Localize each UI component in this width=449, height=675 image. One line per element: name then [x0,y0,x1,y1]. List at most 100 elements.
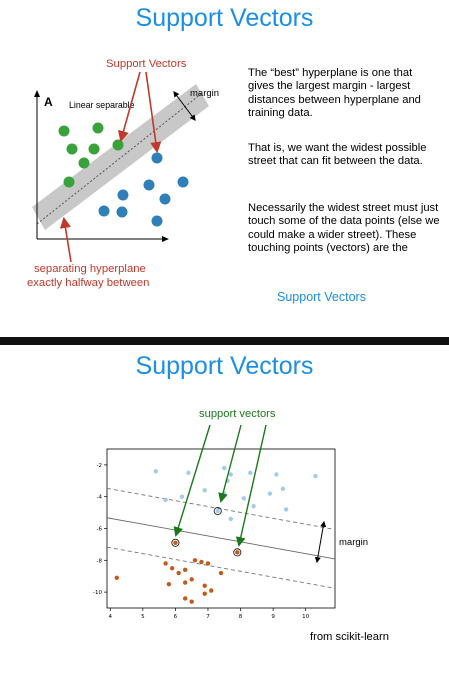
linear-separable-diagram: A Linear separable Support Vectors margi… [27,58,219,289]
class-a-point [66,143,78,155]
class-bottom-point [192,558,198,563]
support-vector-arrow-blue [145,71,162,154]
class-bottom-point [182,580,188,585]
margin-width-arrow [314,520,327,564]
class-b-point [143,179,155,191]
class-top-point [280,486,286,491]
y-tick-label: -10 [93,590,102,596]
class-b-point [116,206,128,218]
class-top-point [179,494,185,499]
class-top-point [222,465,227,471]
class-top-point [228,516,233,522]
class-top-point [163,497,168,503]
class-a-point [58,125,70,137]
class-bottom-point [182,567,188,573]
x-tick-label: 6 [174,614,178,620]
class-bottom-point [114,575,119,580]
class-top-point [283,507,289,512]
explanation-paragraph-1: The “best” hyperplane is one that gives … [248,67,421,119]
plot-frame [106,448,336,609]
class-top-point [267,491,273,496]
x-tick-label: 7 [206,614,210,620]
slide-divider [0,337,449,345]
class-bottom-point [218,570,224,576]
support-vector-green [112,139,124,151]
hyperplane-arrow [59,216,72,263]
x-tick-label: 8 [239,614,243,620]
margin-arrow [173,91,196,121]
support-vector-arrow-2 [218,424,242,503]
class-bottom-point [199,559,204,565]
explanation-paragraph-2: That is, we want the widest possible str… [248,142,427,168]
class-a-point [78,157,90,169]
explanation-paragraph-3: Necessarily the widest street must just … [248,202,440,254]
y-tick-label: -6 [97,527,103,533]
support-vector-ring [213,506,222,516]
class-top-point [215,508,220,514]
source-credit: from scikit-learn [310,631,389,643]
slide-1-title: Support Vectors [135,4,314,32]
class-bottom-point [189,599,194,604]
class-top-point [251,504,256,509]
class-top-point [241,496,246,501]
panel-label: Linear separable [69,100,135,110]
y-tick-label: -4 [97,495,103,501]
class-top-point [153,469,159,474]
separating-hyperplane-line [36,93,202,225]
x-axis-arrow [162,236,169,242]
slide-2-title: Support Vectors [135,352,314,380]
support-vector-ring [233,548,242,557]
class-top-point [248,470,253,476]
x-tick-label: 5 [141,614,145,620]
class-b-point [117,189,129,201]
class-bottom-point [173,540,178,546]
class-top-point [274,472,279,477]
margin-label: margin [190,88,219,99]
class-bottom-point [202,583,207,588]
class-bottom-point [163,561,168,566]
plot-points-group [114,465,318,604]
x-tick-label: 4 [109,614,113,620]
class-top-point [186,470,191,476]
support-vectors-link[interactable]: Support Vectors [277,290,366,304]
y-tick-label: -8 [97,558,103,564]
x-tick-label: 10 [302,614,309,620]
support-vector-arrow-3 [235,424,267,547]
class-bottom-point [205,561,211,566]
class-bottom-point [209,588,214,593]
class-top-point [228,472,233,477]
class-b-point [151,215,163,227]
class-bottom-point [176,570,181,576]
slide-1: Support Vectors [0,0,449,337]
support-vectors-annotation: support vectors [199,408,276,420]
class-bottom-point [166,581,172,587]
class-bottom-point [202,591,207,596]
class-bottom-point [182,596,188,601]
support-vector-arrow-1 [173,424,211,537]
class-top-point [202,488,207,493]
support-vectors-label: Support Vectors [106,58,187,70]
class-bottom-point [189,577,194,582]
plot-margin-label: margin [339,537,368,548]
support-vector-arrow-green [118,71,141,143]
panel-letter: A [44,95,53,109]
class-top-point [313,473,318,479]
lower-margin-line [107,546,335,589]
support-vector-ring [171,538,180,547]
x-tick-label: 9 [271,614,275,620]
class-b-point [177,176,189,188]
class-b-point [98,205,110,217]
class-a-point [63,176,75,188]
decision-boundary-line [107,517,335,560]
class-bottom-point [235,550,240,555]
class-b-point [159,193,171,205]
hyperplane-label-line1: separating hyperplane [34,263,146,275]
y-axis-arrow [34,90,40,97]
class-a-point [88,143,100,155]
class-bottom-point [169,566,175,571]
support-vector-blue [151,152,163,164]
hyperplane-label-line2: exactly halfway between [27,277,149,289]
